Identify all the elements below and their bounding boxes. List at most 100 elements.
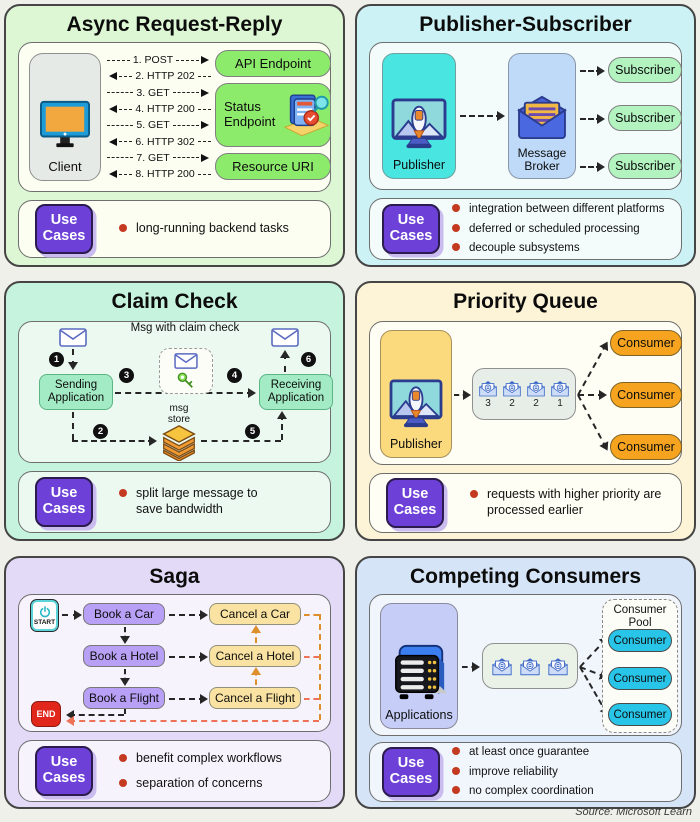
use-case-text: at least once guarantee [469, 746, 590, 759]
cancel-a-hotel-box: Cancel a Hotel [209, 645, 301, 667]
use-cases-list: split large message to save bandwidth [119, 486, 287, 517]
applications-box: Applications [380, 603, 458, 729]
msg-label: 4. HTTP 200 [135, 103, 195, 116]
use-case-item: split large message to save bandwidth [119, 486, 287, 517]
publisher-to-broker-arrow [460, 111, 505, 121]
cancel-hotel-right-line [304, 656, 319, 658]
source-note: Source: Microsoft Learn [575, 806, 692, 818]
use-case-item: no complex coordination [452, 784, 594, 798]
return-to-end-arrow [66, 716, 319, 726]
msg-label: 2. HTTP 202 [135, 70, 195, 83]
bullet-icon [119, 778, 127, 787]
closed-envelope-icon [59, 328, 87, 347]
use-case-text: benefit complex workflows [136, 750, 282, 765]
applications-to-queue-arrow [462, 662, 480, 672]
book-a-flight-label: Book a Flight [88, 691, 160, 705]
panel-priority-queue: Priority Queue Publisher [355, 281, 696, 541]
book-a-car-box: Book a Car [83, 603, 165, 625]
publisher-label: Publisher [392, 158, 446, 172]
use-cases-list: requests with higher priority are proces… [470, 487, 666, 518]
use-cases-list: at least once guarantee improve reliabil… [452, 745, 594, 798]
msg-with-claim-check-label: Msg with claim check [130, 322, 240, 334]
use-cases-badge: Use Cases [382, 747, 440, 797]
claim-check-message-box [159, 348, 213, 394]
msg-store-label: msg store [167, 403, 191, 425]
publisher-to-queue-arrow [454, 390, 471, 400]
open-envelope-icon [551, 380, 569, 396]
book-flight-down-line [124, 709, 126, 714]
resource-uri-box: Resource URI [215, 153, 331, 180]
pubsub-use-cases-box: Use Cases integration between different … [369, 198, 682, 260]
use-cases-badge: Use Cases [382, 204, 440, 254]
broker-to-subscriber3-arrow [580, 162, 605, 172]
server-rack-icon [395, 644, 448, 700]
msg-row-8-http200: 8. HTTP 200 [105, 166, 213, 182]
dash-segment [197, 75, 211, 77]
book-a-hotel-label: Book a Hotel [89, 649, 159, 663]
use-case-item: improve reliability [452, 765, 594, 779]
cancel-a-flight-label: Cancel a Flight [214, 691, 296, 705]
sending-down-line [72, 412, 74, 440]
use-case-text: separation of concerns [136, 775, 263, 790]
claim-check-diagram-box: Msg with claim check 1 Sending Applicati… [18, 321, 333, 463]
async-diagram-box: Client 1. POST 2. HTTP 202 3. GET 4. HTT… [18, 42, 331, 192]
use-case-text: decouple subsystems [469, 242, 580, 255]
step-badge-3: 3 [119, 368, 134, 383]
cancel-car-right-line [304, 614, 319, 616]
use-cases-list: benefit complex workflows separation of … [119, 751, 282, 791]
open-envelope-icon [503, 380, 521, 396]
subscriber-label: Subscriber [615, 111, 675, 125]
msg-label: 8. HTTP 200 [135, 168, 195, 181]
panel-title-competing: Competing Consumers [409, 565, 642, 588]
receiving-application-box: Receiving Application [259, 374, 333, 410]
bullet-icon [119, 224, 127, 233]
competing-use-cases-box: Use Cases at least once guarantee improv… [369, 742, 682, 802]
cancel-a-car-label: Cancel a Car [219, 607, 291, 621]
msg-row-4-http200: 4. HTTP 200 [105, 101, 213, 117]
bullet-icon [470, 490, 478, 499]
book-a-car-label: Book a Car [93, 607, 155, 621]
consumer-label: Consumer [613, 672, 667, 685]
use-case-item: deferred or scheduled processing [452, 222, 664, 236]
bullet-icon [452, 766, 460, 775]
sending-application-box: Sending Application [39, 374, 113, 410]
database-stack-icon [162, 425, 196, 461]
broker-to-subscriber2-arrow [580, 114, 605, 124]
bullet-icon [119, 753, 127, 762]
msg-row-2-http202: 2. HTTP 202 [105, 68, 213, 84]
queue-to-consumer3-arrow [577, 394, 608, 449]
subscriber-label: Subscriber [615, 159, 675, 173]
use-case-item: requests with higher priority are proces… [470, 487, 666, 518]
queue-message-2: 2 [502, 380, 522, 409]
applications-label: Applications [385, 708, 453, 722]
saga-use-cases-box: Use Cases benefit complex workflows sepa… [18, 740, 331, 802]
pubsub-diagram-box: Publisher Message Broker Subscriber [369, 42, 682, 190]
from-msg-store-line [201, 440, 281, 442]
broker-envelope-icon [517, 95, 567, 139]
publisher-label: Publisher [389, 437, 443, 451]
arrow-right-icon [201, 56, 213, 65]
use-cases-list: long-running backend tasks [119, 221, 289, 237]
async-use-cases-box: Use Cases long-running backend tasks [18, 200, 331, 258]
arrow-left-icon [105, 105, 117, 114]
use-cases-badge: Use Cases [35, 204, 93, 254]
claim-check-use-cases-box: Use Cases split large message to save ba… [18, 471, 331, 533]
panel-claim-check: Claim Check Msg with claim check 1 Sendi… [4, 281, 345, 541]
consumer-label: Consumer [617, 440, 675, 454]
cancel-flight-right-line [304, 698, 319, 700]
arrow-left-icon [105, 170, 117, 179]
msg-row-6-http302: 6. HTTP 302 [105, 133, 213, 149]
panel-title-claim-check: Claim Check [111, 290, 238, 313]
consumer-box-3: Consumer [608, 703, 672, 726]
msg-label: 3. GET [136, 86, 170, 99]
step-badge-2: 2 [93, 424, 108, 439]
end-label: END [36, 709, 56, 719]
msg-row-1-post: 1. POST [105, 52, 213, 68]
start-label: START [33, 618, 56, 626]
dash-segment [107, 59, 130, 61]
priority-queue-diagram-box: Publisher 3 2 2 1 [369, 321, 682, 465]
use-cases-list: integration between different platforms … [452, 202, 664, 255]
receiving-application-label: Receiving Application [267, 378, 325, 404]
panel-saga: Saga START Book a Car Book a Hotel Book … [4, 556, 345, 809]
